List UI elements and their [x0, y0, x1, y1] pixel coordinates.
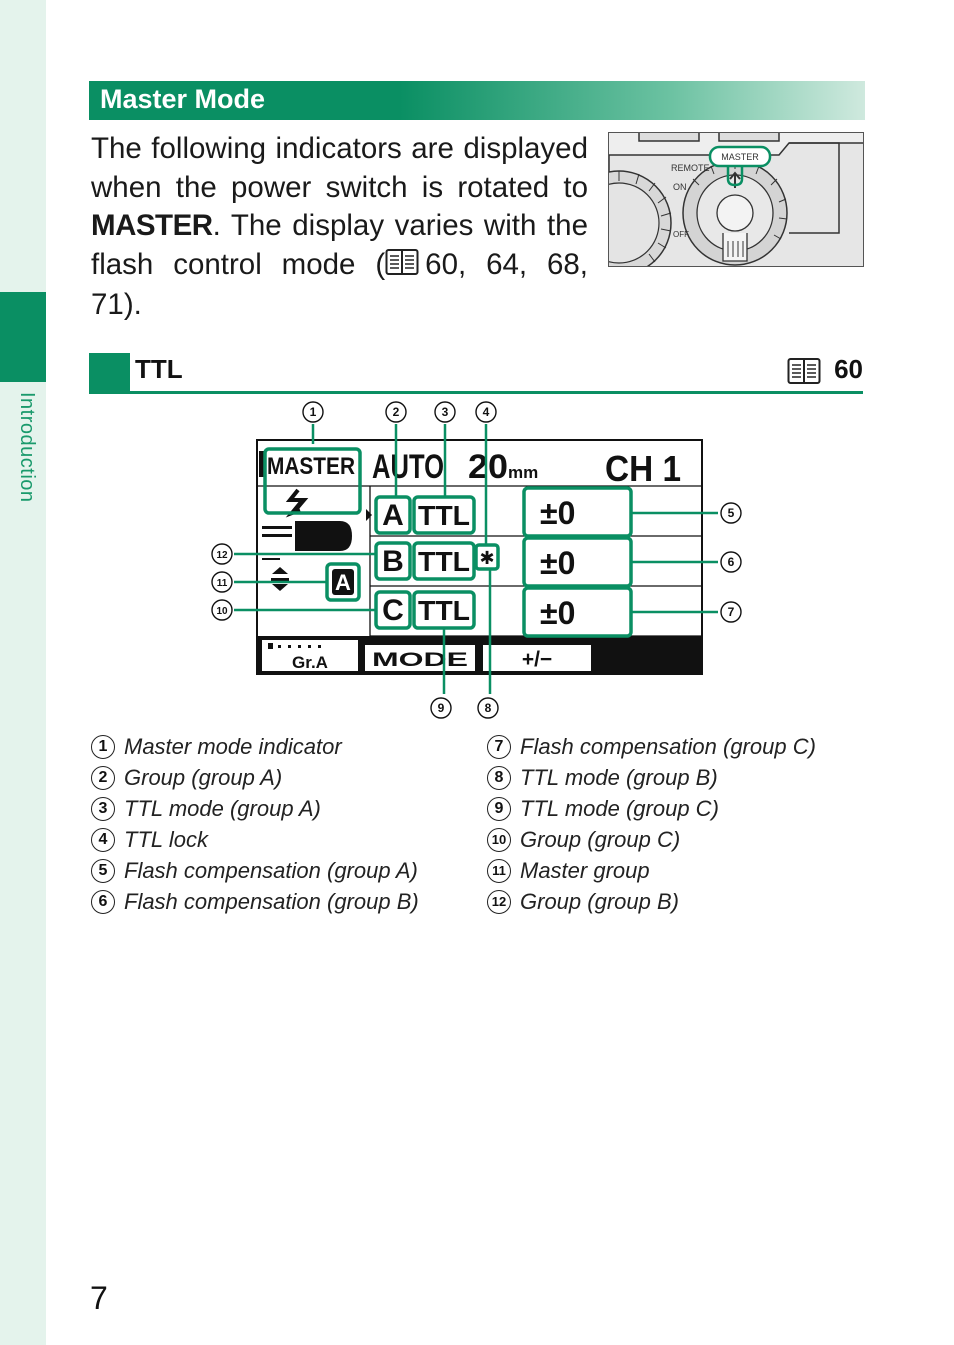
selector-arrow-icon	[366, 509, 372, 521]
svg-text:AUTO: AUTO	[372, 448, 444, 486]
callout-7: 7	[720, 601, 742, 623]
section-title-bar: Master Mode	[89, 81, 865, 120]
svg-text:+/−: +/−	[522, 648, 552, 671]
callout-12: 12	[211, 543, 233, 565]
callout-11: 11	[211, 571, 233, 593]
svg-text:TTL: TTL	[418, 546, 470, 577]
svg-text:CH 1: CH 1	[605, 448, 681, 489]
svg-text:ON: ON	[673, 182, 687, 192]
up-arrow-icon	[272, 567, 288, 574]
subsection-marker	[89, 353, 130, 391]
svg-text:A: A	[382, 499, 404, 532]
callout-2: 2	[385, 401, 407, 423]
ttl-subsection-header: TTL 60	[89, 353, 863, 394]
group-a-box	[374, 495, 412, 535]
svg-text:✱: ✱	[479, 548, 494, 569]
book-icon	[787, 357, 821, 390]
page-number: 7	[90, 1280, 108, 1316]
power-switch-photo: REMOTE ON OFF MASTER	[608, 132, 864, 267]
group-row-b: B TTL ✱ ±0	[374, 536, 633, 588]
book-icon	[385, 248, 419, 287]
svg-text:±0: ±0	[540, 595, 575, 631]
callout-leaders	[234, 424, 718, 694]
ttl-display-diagram: MASTER AUTO 20 mm CH 1 A A TTL ±0 B TTL …	[211, 401, 742, 719]
callout-1: 1	[302, 401, 324, 423]
svg-text:6: 6	[728, 555, 735, 569]
page-refs: 60, 64, 68, 71	[91, 247, 588, 322]
svg-text:REMOTE: REMOTE	[671, 163, 710, 173]
callout-5: 5	[720, 502, 742, 524]
svg-text:8: 8	[485, 701, 492, 715]
ttl-mode-b-box	[412, 541, 476, 581]
svg-text:C: C	[382, 594, 404, 627]
master-keyword: MASTER	[91, 209, 213, 242]
callout-8: 8	[477, 697, 499, 719]
svg-text:5: 5	[728, 506, 735, 520]
svg-text:A: A	[335, 570, 351, 595]
chapter-tab	[0, 292, 46, 382]
intro-paragraph: The following indicators are displayed w…	[91, 132, 588, 322]
master-indicator-box	[263, 447, 362, 515]
svg-text:11: 11	[217, 578, 228, 589]
svg-text:MASTER: MASTER	[721, 152, 759, 162]
svg-text:TTL: TTL	[418, 595, 470, 626]
svg-text:Gr.A: Gr.A	[292, 653, 328, 672]
chapter-tab-label: Introduction	[16, 392, 38, 503]
svg-text:±0: ±0	[540, 545, 575, 581]
svg-text:7: 7	[728, 605, 735, 619]
svg-text:20: 20	[468, 448, 508, 486]
svg-text:4: 4	[483, 405, 490, 419]
svg-text:9: 9	[438, 701, 445, 715]
callout-10: 10	[211, 599, 233, 621]
callout-6: 6	[720, 551, 742, 573]
svg-text:3: 3	[442, 405, 449, 419]
svg-text:B: B	[382, 545, 404, 578]
svg-text:OFF: OFF	[673, 230, 689, 239]
svg-text:12: 12	[216, 550, 228, 561]
svg-text:10: 10	[216, 606, 228, 617]
section-title: Master Mode	[100, 84, 266, 114]
svg-text:2: 2	[393, 405, 400, 419]
svg-text:mm: mm	[508, 463, 538, 482]
svg-text:1: 1	[310, 405, 317, 419]
svg-text:TTL: TTL	[418, 500, 470, 531]
down-arrow-icon	[272, 584, 288, 591]
svg-text:±0: ±0	[540, 495, 575, 531]
subsection-page-ref: 60	[834, 354, 863, 384]
callout-3: 3	[434, 401, 456, 423]
side-band	[0, 0, 46, 1345]
callout-markers: 1 2 3 4 5 6 7 8 9 10 11 12	[211, 401, 742, 719]
svg-text:MODE: MODE	[372, 650, 468, 671]
subsection-title: TTL	[135, 354, 183, 384]
group-row-a: A TTL ±0	[374, 486, 633, 538]
callout-4: 4	[475, 401, 497, 423]
svg-text:MASTER: MASTER	[267, 453, 355, 480]
group-b-box	[374, 541, 412, 581]
callout-9: 9	[430, 697, 452, 719]
